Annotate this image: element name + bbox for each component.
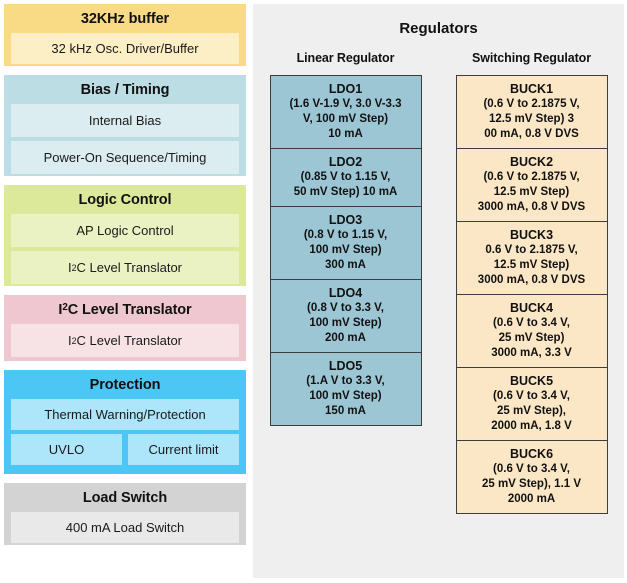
block-load-switch: Load Switch 400 mA Load Switch [4, 483, 246, 545]
regulator-name: BUCK6 [509, 447, 554, 461]
block-title: 32KHz buffer [80, 11, 170, 27]
chip-row: 400 mA Load Switch [11, 512, 239, 543]
linear-regulator-heading: Linear Regulator [296, 51, 395, 65]
regulator-spec: (0.6 V to 2.1875 V, 12.5 mV Step) 3000 m… [477, 171, 586, 213]
regulator-spec: (0.85 V to 1.15 V, 50 mV Step) 10 mA [293, 171, 398, 198]
switching-regulator-heading: Switching Regulator [472, 51, 591, 65]
regulator-cell-buck4: BUCK4 (0.6 V to 3.4 V, 25 mV Step) 3000 … [456, 295, 607, 368]
regulator-spec: (0.8 V to 3.3 V, 100 mV Step) 200 mA [307, 302, 384, 344]
regulator-cell-ldo2: LDO2 (0.85 V to 1.15 V, 50 mV Step) 10 m… [270, 149, 421, 207]
chip-current-limit: Current limit [128, 434, 239, 465]
regulator-name: LDO3 [328, 213, 363, 227]
regulator-name: LDO5 [328, 359, 363, 373]
regulator-cell-ldo4: LDO4 (0.8 V to 3.3 V, 100 mV Step) 200 m… [270, 280, 421, 353]
regulator-name: BUCK1 [509, 82, 554, 96]
regulator-spec: (1.6 V-1.9 V, 3.0 V-3.3 V, 100 mV Step) … [289, 98, 402, 140]
regulator-spec: (0.6 V to 2.1875 V, 12.5 mV Step) 3 00 m… [483, 98, 580, 140]
chip-row: Internal Bias [11, 104, 239, 137]
regulator-cell-ldo3: LDO3 (0.8 V to 1.15 V, 100 mV Step) 300 … [270, 207, 421, 280]
chip-ap-logic-control: AP Logic Control [11, 214, 239, 247]
regulator-name: BUCK2 [509, 155, 554, 169]
regulator-cell-buck3: BUCK3 0.6 V to 2.1875 V, 12.5 mV Step) 3… [456, 222, 607, 295]
block-title: Protection [89, 377, 161, 393]
regulator-columns: Linear Regulator LDO1 (1.6 V-1.9 V, 3.0 … [263, 51, 614, 514]
regulator-name: LDO1 [328, 82, 363, 96]
ldo-stack: LDO1 (1.6 V-1.9 V, 3.0 V-3.3 V, 100 mV S… [269, 75, 422, 426]
regulator-name: BUCK4 [509, 301, 554, 315]
chip-internal-bias: Internal Bias [11, 104, 239, 137]
buck-stack: BUCK1 (0.6 V to 2.1875 V, 12.5 mV Step) … [455, 75, 608, 514]
regulators-title: Regulators [399, 20, 478, 37]
block-32khz-buffer: 32KHz buffer 32 kHz Osc. Driver/Buffer [4, 4, 246, 66]
functional-blocks-column: 32KHz buffer 32 kHz Osc. Driver/Buffer B… [0, 0, 248, 583]
regulator-name: LDO2 [328, 155, 363, 169]
chip-row: 32 kHz Osc. Driver/Buffer [11, 33, 239, 64]
block-title: Logic Control [78, 192, 172, 208]
block-protection: Protection Thermal Warning/Protection UV… [4, 370, 246, 474]
regulator-cell-buck6: BUCK6 (0.6 V to 3.4 V, 25 mV Step), 1.1 … [456, 441, 607, 513]
regulator-cell-ldo5: LDO5 (1.A V to 3.3 V, 100 mV Step) 150 m… [270, 353, 421, 425]
block-title: Load Switch [82, 490, 168, 506]
block-bias-timing: Bias / Timing Internal Bias Power-On Seq… [4, 75, 246, 176]
regulator-name: LDO4 [328, 286, 363, 300]
chip-400ma-load-switch: 400 mA Load Switch [11, 512, 239, 543]
regulator-cell-buck5: BUCK5 (0.6 V to 3.4 V, 25 mV Step), 2000… [456, 368, 607, 441]
regulator-spec: 0.6 V to 2.1875 V, 12.5 mV Step) 3000 mA… [477, 244, 586, 286]
chip-osc-driver-buffer: 32 kHz Osc. Driver/Buffer [11, 33, 239, 64]
regulator-spec: (1.A V to 3.3 V, 100 mV Step) 150 mA [306, 375, 385, 417]
regulator-cell-buck1: BUCK1 (0.6 V to 2.1875 V, 12.5 mV Step) … [456, 76, 607, 149]
regulator-name: BUCK3 [509, 228, 554, 242]
regulator-cell-buck2: BUCK2 (0.6 V to 2.1875 V, 12.5 mV Step) … [456, 149, 607, 222]
chip-row: Power-On Sequence/Timing [11, 141, 239, 174]
regulator-cell-ldo1: LDO1 (1.6 V-1.9 V, 3.0 V-3.3 V, 100 mV S… [270, 76, 421, 149]
chip-row: AP Logic Control [11, 214, 239, 247]
linear-regulator-column: Linear Regulator LDO1 (1.6 V-1.9 V, 3.0 … [269, 51, 422, 514]
chip-row: Thermal Warning/Protection [11, 399, 239, 430]
regulator-spec: (0.6 V to 3.4 V, 25 mV Step), 1.1 V 2000… [481, 463, 582, 505]
chip-thermal-warning-protection: Thermal Warning/Protection [11, 399, 239, 430]
regulator-name: BUCK5 [509, 374, 554, 388]
regulator-spec: (0.6 V to 3.4 V, 25 mV Step), 2000 mA, 1… [491, 390, 572, 432]
regulators-panel: Regulators Linear Regulator LDO1 (1.6 V-… [253, 4, 624, 578]
regulator-spec: (0.6 V to 3.4 V, 25 mV Step) 3000 mA, 3.… [491, 317, 572, 359]
chip-uvlo: UVLO [11, 434, 122, 465]
regulator-spec: (0.8 V to 1.15 V, 100 mV Step) 300 mA [303, 229, 388, 271]
switching-regulator-column: Switching Regulator BUCK1 (0.6 V to 2.18… [455, 51, 608, 514]
chip-row: UVLO Current limit [11, 434, 239, 465]
chip-power-on-sequence-timing: Power-On Sequence/Timing [11, 141, 239, 174]
block-title: Bias / Timing [80, 82, 170, 98]
block-title: I2C Level Translator [58, 301, 192, 318]
